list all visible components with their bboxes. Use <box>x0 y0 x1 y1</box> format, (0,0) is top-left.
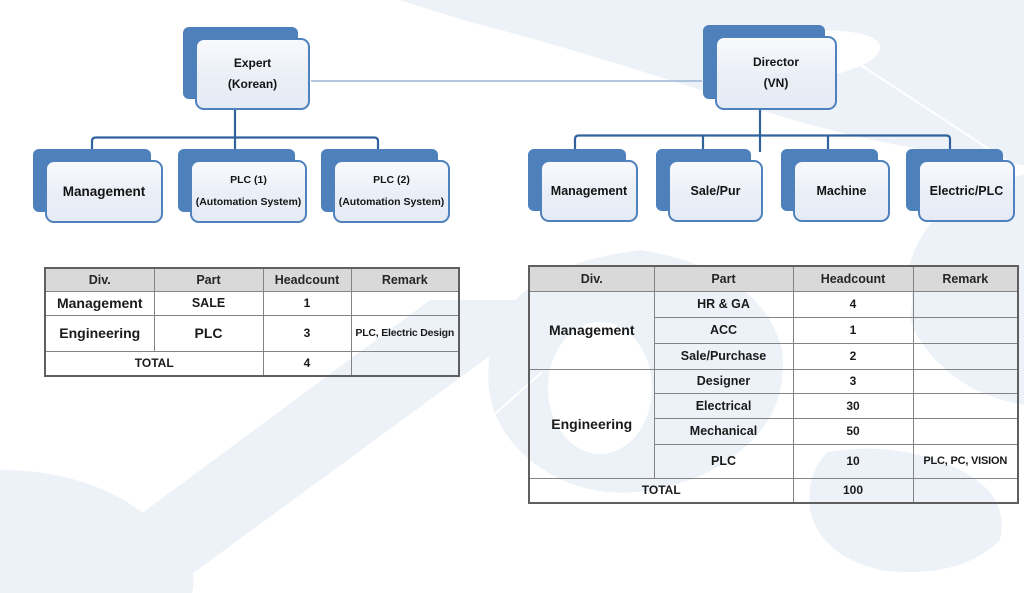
node-face: Machine <box>793 160 890 222</box>
cell-total-label: TOTAL <box>528 477 794 504</box>
node-face: Electric/PLC <box>918 160 1015 222</box>
cell-part: SALE <box>153 290 264 316</box>
cell-remark: PLC, Electric Design <box>350 314 460 352</box>
cell-total-headcount: 100 <box>792 477 914 504</box>
cell-remark <box>912 290 1019 318</box>
table-row: Management SALE 1 <box>44 290 460 316</box>
korean-headcount-table: Div. Part Headcount Remark Management SA… <box>44 267 460 377</box>
cell-part: Sale/Purchase <box>653 342 794 370</box>
cell-part: Mechanical <box>653 417 794 445</box>
cell-div: Engineering <box>44 314 155 352</box>
node-face: Management <box>45 160 163 223</box>
node-label: Management <box>62 184 146 199</box>
cell-headcount: 10 <box>792 443 914 479</box>
header-remark: Remark <box>350 267 460 292</box>
header-part: Part <box>153 267 264 292</box>
cell-remark <box>912 477 1019 504</box>
cell-remark: PLC, PC, VISION <box>912 443 1019 479</box>
table-row: Management HR & GA 4 <box>528 290 1019 370</box>
cell-div: Engineering <box>528 368 655 479</box>
node-sublabel: (Korean) <box>227 77 278 91</box>
cell-remark <box>912 316 1019 344</box>
org-node-management-kr: Management <box>33 149 163 223</box>
cell-part: Electrical <box>653 392 794 419</box>
node-face: Director (VN) <box>715 36 837 110</box>
node-label: Electric/PLC <box>929 184 1004 198</box>
node-sublabel: (VN) <box>763 76 789 90</box>
vn-headcount-table: Div. Part Headcount Remark Management HR… <box>528 265 1019 504</box>
cell-part: PLC <box>653 443 794 479</box>
table-row: Mechanical 50 <box>529 417 1019 445</box>
node-label: Sale/Pur <box>690 184 741 198</box>
node-face: PLC (1) (Automation System) <box>190 160 307 223</box>
cell-part: ACC <box>653 316 794 344</box>
table-row: PLC 10 PLC, PC, VISION <box>529 443 1019 479</box>
header-headcount: Headcount <box>262 267 352 292</box>
org-node-machine: Machine <box>781 149 890 222</box>
org-node-plc1: PLC (1) (Automation System) <box>178 149 307 223</box>
org-node-sale-pur: Sale/Pur <box>656 149 763 222</box>
table-row: Engineering PLC 3 PLC, Electric Design <box>44 314 460 352</box>
cell-headcount: 3 <box>262 314 352 352</box>
table-header-row: Div. Part Headcount Remark <box>44 267 460 292</box>
header-div: Div. <box>528 265 655 292</box>
table-row: ACC 1 <box>529 316 1019 344</box>
header-part: Part <box>653 265 794 292</box>
cell-headcount: 2 <box>792 342 914 370</box>
cell-headcount: 4 <box>792 290 914 318</box>
node-label: Expert <box>233 56 272 70</box>
cell-remark <box>350 290 460 316</box>
cell-part: Designer <box>653 368 794 394</box>
table-row: Engineering Designer 3 <box>528 368 1019 479</box>
cell-remark <box>912 392 1019 419</box>
cell-total-headcount: 4 <box>262 350 352 377</box>
cell-div: Management <box>44 290 155 316</box>
node-face: Expert (Korean) <box>195 38 310 110</box>
cell-part: PLC <box>153 314 264 352</box>
node-label: PLC (1) <box>230 174 267 186</box>
header-div: Div. <box>44 267 155 292</box>
cell-headcount: 50 <box>792 417 914 445</box>
node-sublabel: (Automation System) <box>338 196 445 208</box>
header-headcount: Headcount <box>792 265 914 292</box>
node-label: Machine <box>816 184 867 198</box>
cell-remark <box>912 417 1019 445</box>
header-remark: Remark <box>912 265 1019 292</box>
cell-headcount: 1 <box>262 290 352 316</box>
cell-headcount: 3 <box>792 368 914 394</box>
table-header-row: Div. Part Headcount Remark <box>528 265 1019 292</box>
table-total-row: TOTAL 4 <box>44 350 460 377</box>
cell-total-label: TOTAL <box>44 350 264 377</box>
org-node-director: Director (VN) <box>703 25 837 110</box>
table-total-row: TOTAL 100 <box>528 477 1019 504</box>
cell-part: HR & GA <box>653 290 794 318</box>
node-label: Management <box>550 184 628 198</box>
org-node-electric-plc: Electric/PLC <box>906 149 1015 222</box>
cell-headcount: 1 <box>792 316 914 344</box>
node-label: PLC (2) <box>373 174 410 186</box>
node-face: PLC (2) (Automation System) <box>333 160 450 223</box>
cell-remark <box>350 350 460 377</box>
node-face: Sale/Pur <box>668 160 763 222</box>
cell-div: Management <box>528 290 655 370</box>
org-node-plc2: PLC (2) (Automation System) <box>321 149 450 223</box>
node-label: Director <box>752 55 799 69</box>
cell-remark <box>912 342 1019 370</box>
org-node-management-vn: Management <box>528 149 638 222</box>
node-face: Management <box>540 160 638 222</box>
node-sublabel: (Automation System) <box>195 196 302 208</box>
cell-remark <box>912 368 1019 394</box>
cell-headcount: 30 <box>792 392 914 419</box>
org-node-expert: Expert (Korean) <box>183 27 310 110</box>
